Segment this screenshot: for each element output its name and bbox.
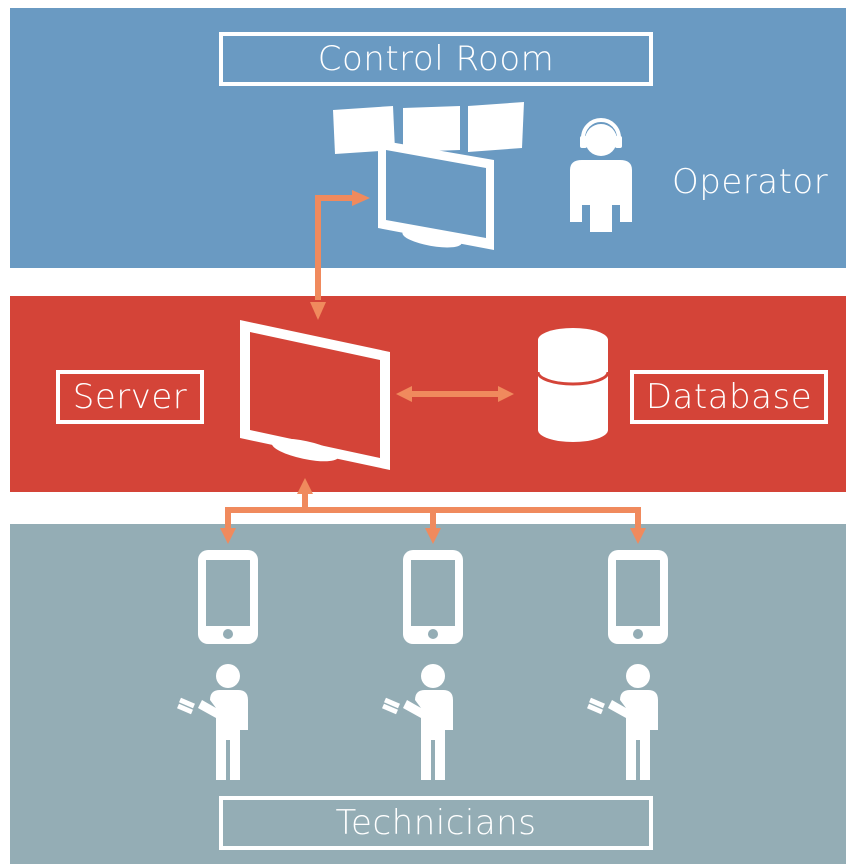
connection-arrows <box>225 195 641 530</box>
monitor-wall-icon <box>333 102 524 250</box>
server-label: Server <box>56 370 204 424</box>
control-room-label: Control Room <box>219 32 653 86</box>
smartphone-icon <box>198 550 258 644</box>
database-label: Database <box>630 370 828 424</box>
technician-wrench-icon <box>382 664 453 780</box>
arrow-heads <box>220 190 646 544</box>
server-to-control-arrow <box>315 195 352 300</box>
server-monitor-icon <box>240 320 390 470</box>
technician-wrench-icon <box>587 664 658 780</box>
technician-wrench-icon <box>177 664 248 780</box>
operator-headset-icon <box>570 118 632 233</box>
operator-label: Operator <box>672 162 829 202</box>
database-cylinder-icon <box>536 328 610 442</box>
smartphone-icon <box>403 550 463 644</box>
smartphone-icon <box>608 550 668 644</box>
technicians-label: Technicians <box>219 796 653 850</box>
